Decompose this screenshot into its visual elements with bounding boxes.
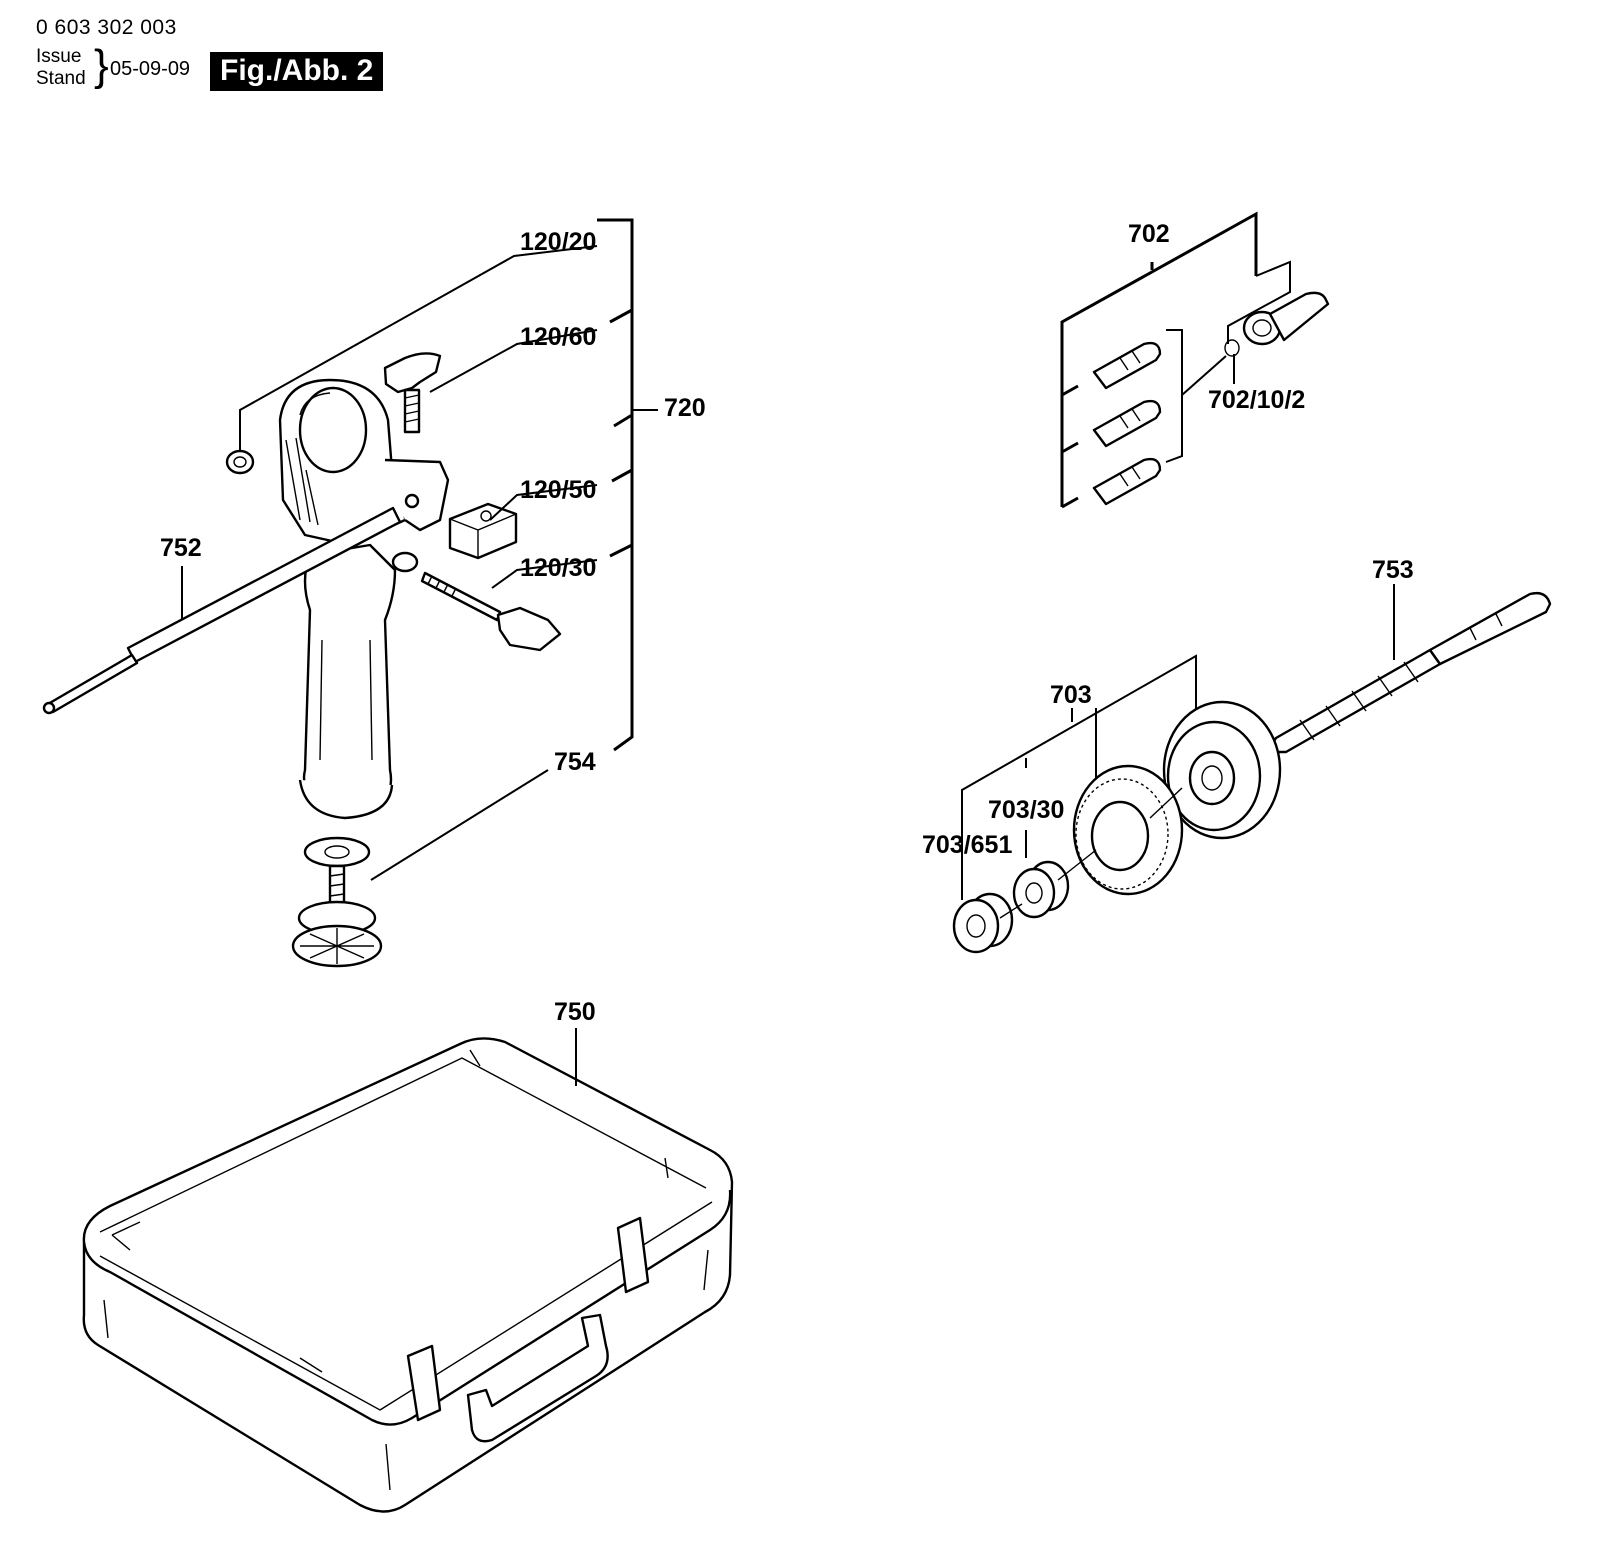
bracket-720 [597,218,634,752]
adapter-ring-large [1162,700,1282,840]
spacer-703-651 [952,892,1014,954]
issue-label: Issue [36,46,82,67]
callout-703: 703 [1050,681,1092,709]
grip-part [298,543,419,820]
figure-label: Fig./Abb. 2 [210,52,384,91]
end-cap-part [291,836,383,968]
clamp-ring-part [278,378,450,547]
case-latch-right [616,1216,650,1294]
callout-120-60: 120/60 [520,323,596,351]
toothed-ring [1072,764,1184,896]
bit-2 [1092,399,1162,448]
stand-label: Stand [36,68,86,89]
depth-stop-rod-part [42,506,402,715]
side-handle-assembly: 120/20 120/60 720 120/50 120/30 752 754 [42,218,706,968]
callout-753: 753 [1372,556,1414,584]
case-lid [82,1189,732,1426]
bracket-703 [961,654,1197,878]
leader-120-20 [239,245,598,450]
drill-bit-part: 753 [1272,556,1552,754]
callout-752: 752 [160,534,202,562]
callout-750: 750 [554,998,596,1026]
case-handle [466,1313,609,1443]
carrying-case-assembly: 750 [82,998,734,1513]
callout-702: 702 [1128,220,1170,248]
retaining-ring [1224,339,1240,357]
bit-1 [1092,341,1162,390]
leader-120-30 [491,559,598,589]
callout-120-20: 120/20 [520,228,596,256]
leader-702-group [1227,260,1291,344]
callout-720: 720 [664,394,706,422]
callout-702-10-2: 702/10/2 [1208,386,1305,414]
issue-stand-labels: Issue Stand [36,46,86,90]
spacer-703-30 [1012,860,1070,919]
square-nut-part [448,502,518,560]
document-header: 0 603 302 003 Issue Stand } 05-09-09 Fig… [0,0,420,110]
issue-date: 05-09-09 [110,58,191,80]
callout-703-30: 703/30 [988,796,1064,824]
chuck-adapter-assembly: 703 703/30 703/651 [922,654,1282,954]
callout-754: 754 [554,748,596,776]
document-number: 0 603 302 003 [36,16,177,39]
leader-120-60 [429,329,598,393]
case-latch-left [406,1344,442,1422]
wing-screw-part [383,352,442,434]
bracket-702 [1060,211,1258,507]
callout-120-30: 120/30 [520,554,596,582]
leader-754 [370,769,549,881]
bit-set-assembly: 702 702/10/2 [1060,211,1330,509]
brace-symbol: } [94,41,109,90]
nut-part [225,449,255,475]
bit-holder [1242,291,1330,346]
clamp-screw-part [420,571,562,652]
callout-120-50: 120/50 [520,476,596,504]
bit-3 [1092,457,1162,506]
callout-703-651: 703/651 [922,831,1012,859]
leader-120-50 [489,484,598,521]
